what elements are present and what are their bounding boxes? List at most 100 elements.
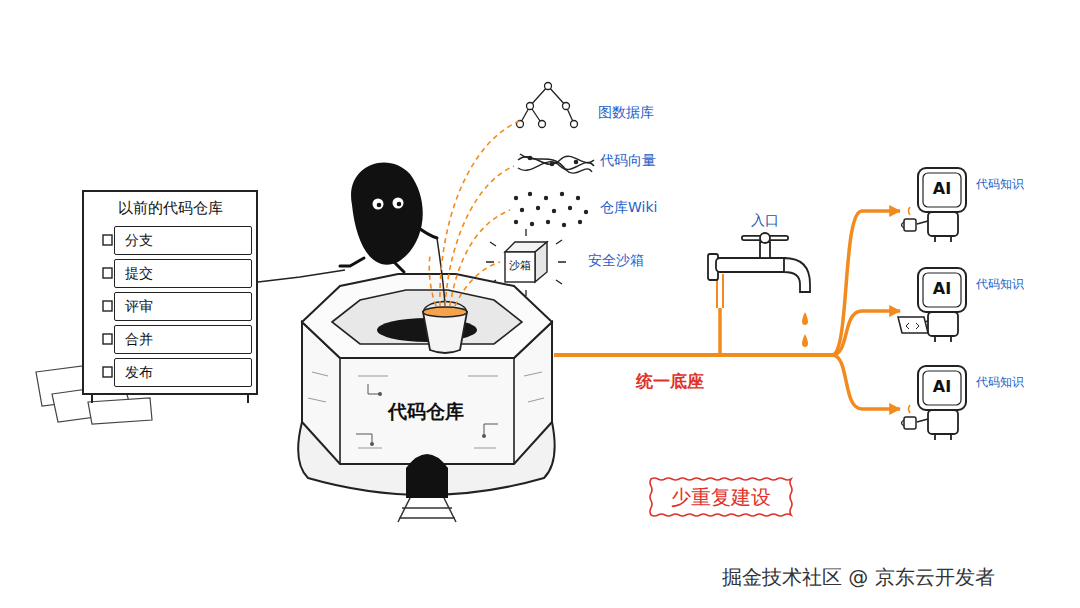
bucket: [423, 302, 467, 354]
knowledge-leader-lines-part: [455, 262, 500, 306]
robot-screen-text: AI: [918, 279, 966, 298]
wiki-dots-icon-part: [514, 196, 518, 200]
graph-database-icon-part: [517, 121, 524, 128]
pipe-connector: [554, 355, 900, 409]
robot-screen-text: AI: [918, 179, 966, 198]
robot-caption: 代码知识: [976, 375, 1042, 389]
robot-screen-text: AI: [918, 377, 966, 396]
ai-robot-outline-part: [904, 219, 916, 231]
wiki-dots-icon-part: [576, 196, 580, 200]
drawer-box: 合并: [114, 325, 252, 354]
wiki-dots-icon-part: [568, 206, 572, 210]
drawer-handles-part: [103, 367, 112, 377]
old-repo-cabinet: 以前的代码仓库分支提交评审合并发布: [82, 190, 258, 395]
wiki-dots-icon-part: [562, 223, 566, 227]
pipe-connector: [554, 311, 900, 355]
worker-character: [340, 162, 437, 272]
ai-robot-outline-part: [918, 168, 966, 212]
ai-robot-outline-part: [918, 268, 966, 312]
wiki-dots-icon-part: [578, 220, 582, 224]
pipe-connector: [554, 308, 720, 355]
entry-faucet-outline-part: [760, 233, 770, 243]
wiki-dots-icon-part: [520, 208, 524, 212]
code-repo-well-outline-part: [340, 358, 514, 464]
robot-caption: 代码知识: [976, 177, 1042, 191]
graph-database-icon-part: [571, 121, 578, 128]
graph-database-icon-part: [527, 103, 534, 110]
wiki-dots-icon-part: [528, 192, 532, 196]
ai-robot-outline-part: [902, 222, 905, 228]
ai-robot-outline: [900, 361, 1045, 441]
code-vector-icon-part: [528, 156, 531, 159]
sandbox-rays: [486, 229, 566, 296]
entry-faucet-outline-part: [708, 254, 718, 280]
worker-character-part: [373, 199, 384, 210]
stamp-box-outline: [648, 476, 794, 518]
worker-character-part: [416, 226, 437, 238]
component-label: 图数据库: [598, 104, 688, 121]
ai-robot-outline-part: [928, 212, 958, 236]
drawer-label: 发布: [125, 364, 235, 381]
code-vector-icon: [518, 154, 594, 173]
component-label: 仓库Wiki: [600, 199, 700, 216]
worker-character-part: [377, 203, 382, 208]
sandbox-cube-outline-part: [505, 252, 535, 282]
ai-robot-outline-part: [917, 221, 951, 242]
ground-line: [258, 270, 345, 282]
water-drops-part: [802, 334, 808, 347]
water-drops-part: [802, 312, 808, 325]
ai-robot-outline-part: [923, 273, 961, 307]
ai-robot-outline-part: [904, 417, 916, 429]
drawer-handles-part: [103, 235, 112, 245]
graph-database-icon-part: [545, 83, 552, 90]
stamp-box: 少重复建设: [648, 476, 794, 518]
code-repo-well-outline-part: [406, 454, 448, 498]
ai-robot: AI 代码知识: [900, 361, 1045, 441]
ai-robot-outline-part: [909, 405, 911, 413]
ai-robot: AI代码知识: [900, 263, 1045, 343]
code-repo-well: 代码仓库: [298, 272, 554, 500]
sandbox-cube: 沙箱: [503, 240, 549, 284]
cube-label: 沙箱: [505, 259, 535, 272]
drawer-label: 分支: [125, 232, 235, 249]
sandbox-cube-outline-part: [535, 242, 547, 282]
entry-faucet: 入口: [700, 212, 818, 308]
code-vector-icon-part: [518, 162, 594, 171]
paper-pile-part: [36, 364, 106, 406]
code-repo-well-outline-part: [482, 434, 486, 438]
ai-robot-outline-part: [923, 371, 961, 405]
code-repo-well-outline-part: [356, 384, 498, 444]
sandbox-rays-part: [486, 229, 566, 296]
rope: [437, 238, 445, 306]
water-drops: [802, 312, 808, 347]
wiki-dots-icon-part: [514, 220, 518, 224]
knowledge-leader-lines-part: [429, 256, 436, 306]
entry-faucet-outline: [700, 212, 818, 308]
entry-faucet-outline-part: [717, 274, 723, 308]
paper-pile-part: [52, 384, 132, 422]
code-repo-well-outline-part: [398, 498, 456, 522]
code-repo-well-outline-part: [302, 274, 552, 358]
drawer-handles: [103, 235, 112, 377]
wiki-dots-icon-part: [546, 220, 550, 224]
wiki-dots-icon-part: [544, 196, 548, 200]
entry-faucet-outline-part: [760, 242, 770, 258]
ai-robot-outline-part: [917, 419, 951, 440]
drawer-box: 提交: [114, 259, 252, 288]
bucket-part: [423, 302, 467, 313]
drawer-handles-part: [103, 268, 112, 278]
ai-robot-outline-part: [898, 317, 928, 333]
drawer-label: 合并: [125, 331, 235, 348]
knowledge-leader-lines-part: [445, 166, 514, 306]
ai-robot-outline-part: [928, 312, 958, 336]
bucket-part: [423, 312, 467, 353]
paper-pile: [36, 364, 152, 424]
wiki-dots-icon-part: [584, 210, 588, 214]
drawer-box: 评审: [114, 292, 252, 321]
graph-database-icon-part: [520, 86, 574, 124]
ai-robot-outline-part: [902, 420, 905, 426]
code-vector-icon-part: [550, 162, 553, 165]
